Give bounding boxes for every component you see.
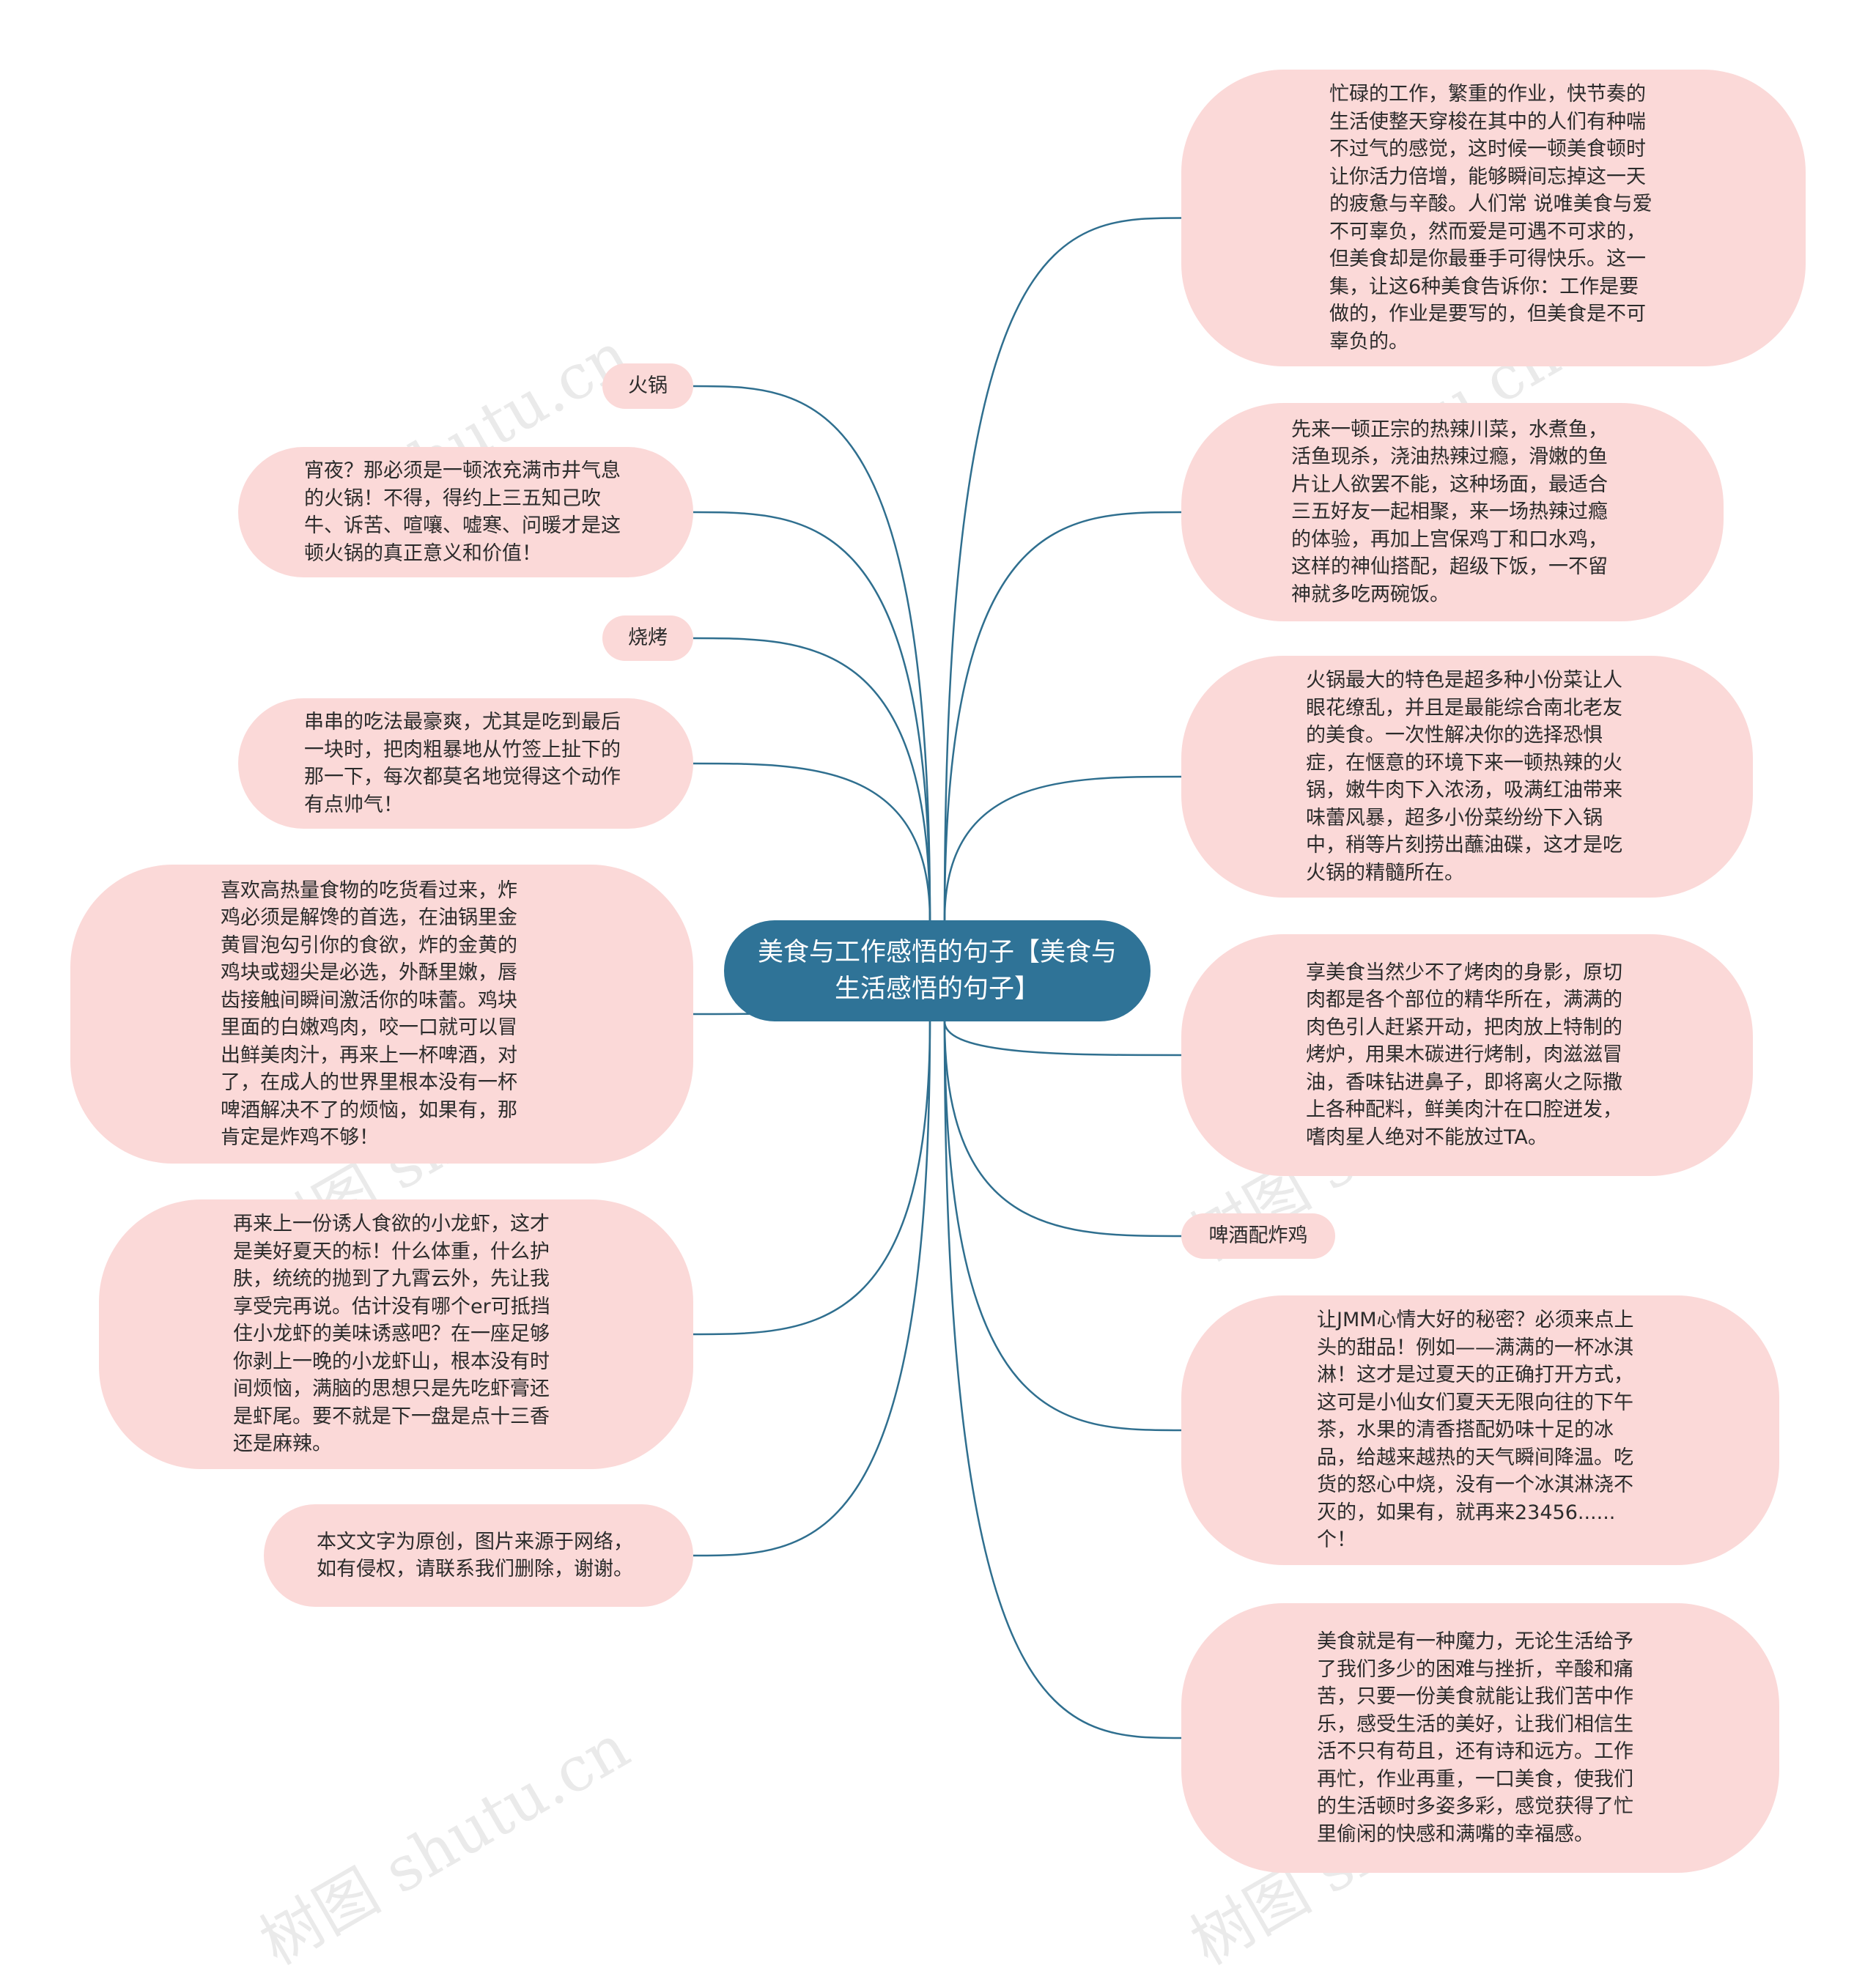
connector-r7 (943, 1021, 1182, 1739)
topic-label: 本文文字为原创，图片来源于网络，如有侵权，请联系我们删除，谢谢。 (317, 1530, 633, 1581)
topic-hotpot[interactable]: 火锅 (602, 363, 693, 409)
connector-l6 (693, 1021, 931, 1336)
topic-label: 享美食当然少不了烤肉的身影，原切肉都是各个部位的精华所在，满满的肉色引人赶紧开动… (1306, 961, 1622, 1149)
topic-label: 火锅 (628, 374, 668, 398)
topic-food-magic[interactable]: 美食就是有一种魔力，无论生活给予了我们多少的困难与挫折，辛酸和痛苦，只要一份美食… (1181, 1603, 1779, 1873)
connector-l4 (693, 762, 931, 921)
topic-skewers[interactable]: 串串的吃法最豪爽，尤其是吃到最后一块时，把肉粗暴地从竹签上扯下的那一下，每次都莫… (238, 698, 693, 829)
topic-sichuan-food[interactable]: 先来一顿正宗的热辣川菜，水煮鱼，活鱼现杀，浇油热辣过瘾，滑嫩的鱼片让人欲罢不能，… (1181, 403, 1724, 621)
topic-label: 美食就是有一种魔力，无论生活给予了我们多少的困难与挫折，辛酸和痛苦，只要一份美食… (1317, 1630, 1633, 1846)
topic-label: 让JMM心情大好的秘密？必须来点上头的甜品！例如——满满的一杯冰淇淋！这才是过夏… (1317, 1309, 1634, 1552)
topic-label: 烧烤 (628, 626, 668, 650)
topic-beer-fried-chicken[interactable]: 啤酒配炸鸡 (1181, 1213, 1335, 1259)
topic-label: 串串的吃法最豪爽，尤其是吃到最后一块时，把肉粗暴地从竹签上扯下的那一下，每次都莫… (304, 711, 621, 816)
central-topic-label: 美食与工作感悟的句子【美食与生活感悟的句子】 (757, 938, 1117, 1004)
topic-crayfish[interactable]: 再来上一份诱人食欲的小龙虾，这才是美好夏天的标！什么体重，什么护肤，统统的抛到了… (99, 1199, 693, 1469)
topic-late-night-hotpot[interactable]: 宵夜？那必须是一顿浓充满市井气息的火锅！不得，得约上三五知己吹牛、诉苦、喧嚷、嘘… (238, 447, 693, 577)
central-topic[interactable]: 美食与工作感悟的句子【美食与生活感悟的句子】 (724, 920, 1151, 1021)
connector-l1 (693, 385, 931, 921)
topic-ice-cream[interactable]: 让JMM心情大好的秘密？必须来点上头的甜品！例如——满满的一杯冰淇淋！这才是过夏… (1181, 1295, 1779, 1565)
connector-r4 (943, 1021, 1182, 1057)
topic-label: 忙碌的工作，繁重的作业，快节奏的生活使整天穿梭在其中的人们有种喘不过气的感觉，这… (1329, 83, 1652, 353)
connector-l2 (693, 511, 931, 921)
connector-r5 (943, 1021, 1182, 1238)
topic-copyright-note[interactable]: 本文文字为原创，图片来源于网络，如有侵权，请联系我们删除，谢谢。 (264, 1504, 693, 1607)
topic-label: 喜欢高热量食物的吃货看过来，炸鸡必须是解馋的首选，在油锅里金黄冒泡勾引你的食欲，… (221, 879, 517, 1150)
topic-label: 宵夜？那必须是一顿浓充满市井气息的火锅！不得，得约上三五知己吹牛、诉苦、喧嚷、嘘… (304, 459, 621, 565)
topic-label: 火锅最大的特色是超多种小份菜让人眼花缭乱，并且是最能综合南北老友的美食。一次性解… (1306, 669, 1622, 884)
connector-r3 (943, 775, 1182, 921)
connector-l7 (693, 1021, 931, 1557)
topic-grilled-meat[interactable]: 享美食当然少不了烤肉的身影，原切肉都是各个部位的精华所在，满满的肉色引人赶紧开动… (1181, 934, 1753, 1176)
topic-label: 再来上一份诱人食欲的小龙虾，这才是美好夏天的标！什么体重，什么护肤，统统的抛到了… (233, 1213, 550, 1456)
topic-label: 先来一顿正宗的热辣川菜，水煮鱼，活鱼现杀，浇油热辣过瘾，滑嫩的鱼片让人欲罢不能，… (1291, 418, 1608, 606)
topic-hotpot-feature[interactable]: 火锅最大的特色是超多种小份菜让人眼花缭乱，并且是最能综合南北老友的美食。一次性解… (1181, 656, 1753, 898)
topic-label: 啤酒配炸鸡 (1208, 1224, 1308, 1248)
connector-r2 (943, 511, 1182, 921)
topic-bbq[interactable]: 烧烤 (602, 615, 693, 661)
connector-r1 (943, 217, 1182, 921)
connector-l3 (693, 637, 931, 921)
topic-fried-chicken[interactable]: 喜欢高热量食物的吃货看过来，炸鸡必须是解馋的首选，在油锅里金黄冒泡勾引你的食欲，… (70, 865, 693, 1164)
topic-work-and-food-intro[interactable]: 忙碌的工作，繁重的作业，快节奏的生活使整天穿梭在其中的人们有种喘不过气的感觉，这… (1181, 70, 1806, 366)
connector-r6 (943, 1021, 1182, 1432)
